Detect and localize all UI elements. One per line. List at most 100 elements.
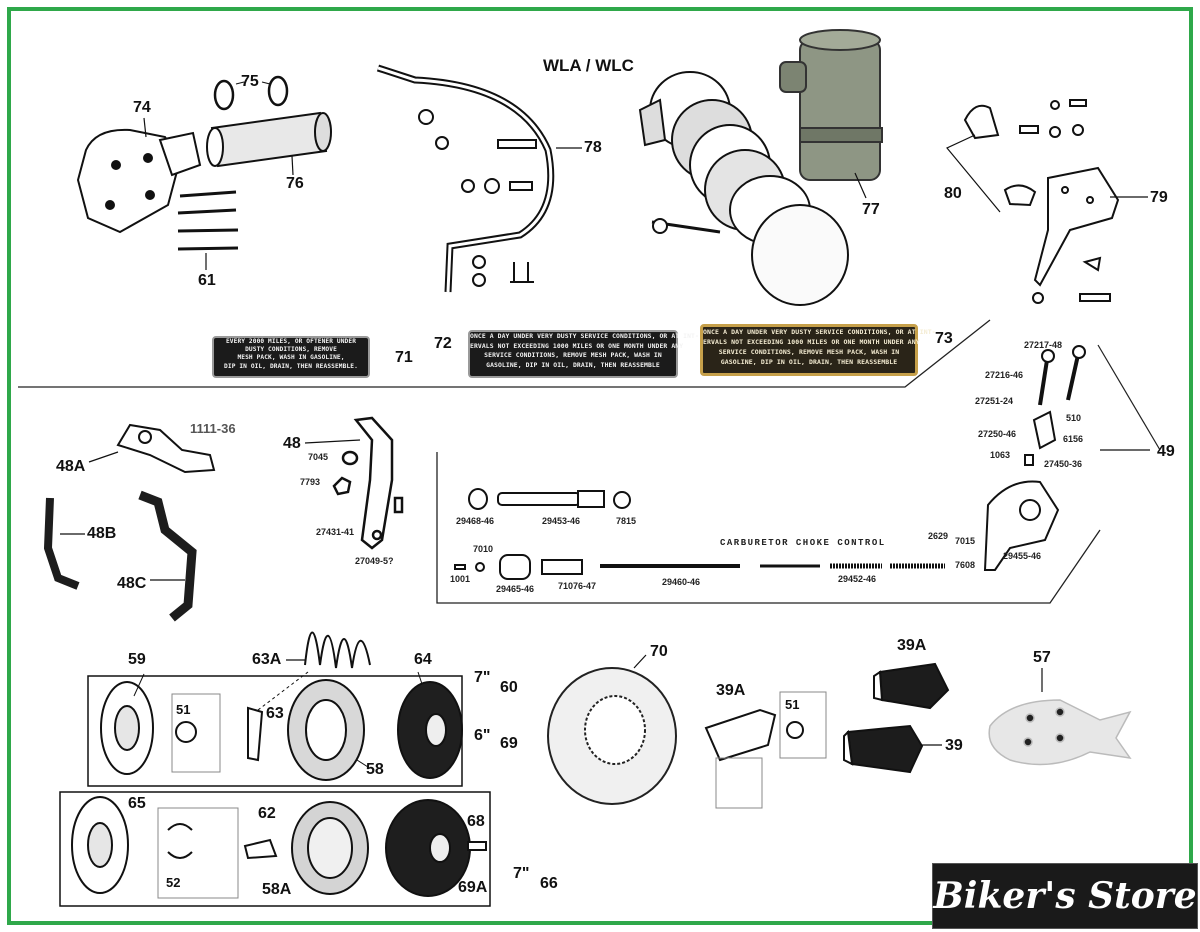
- part-27251: 27251-24: [975, 396, 1014, 406]
- part-27250: 27250-46: [978, 429, 1017, 439]
- cover-39: [843, 724, 924, 774]
- callout-63A: 63A: [252, 651, 282, 668]
- callout-51-right: 51: [785, 697, 800, 712]
- assembly-60-parts: [100, 679, 463, 781]
- callout-57: 57: [1033, 649, 1051, 666]
- callout-63: 63: [266, 705, 284, 722]
- screws-61: [177, 190, 239, 251]
- callout-51-left: 51: [176, 702, 191, 717]
- part-7608: 7608: [955, 560, 976, 570]
- callout-64: 64: [414, 651, 432, 668]
- callout-65: 65: [128, 795, 146, 812]
- callout-72: 72: [434, 335, 452, 352]
- callout-79: 79: [1150, 189, 1168, 206]
- size-7-bottom: 7": [513, 865, 530, 882]
- support-bracket-78: [376, 64, 555, 293]
- clips-80: [963, 104, 1037, 207]
- callout-39A: 39A: [716, 682, 746, 699]
- air-cleaner-canister-77: [779, 29, 883, 181]
- air-cleaner-exploded-assembly: [638, 71, 849, 306]
- choke-control-label: CARBURETOR CHOKE CONTROL: [720, 538, 886, 548]
- callout-48A: 48A: [56, 458, 86, 475]
- callout-60: 60: [500, 679, 518, 696]
- part-29465: 29465-46: [496, 584, 535, 594]
- callout-61: 61: [198, 272, 216, 289]
- callout-49: 49: [1157, 443, 1175, 460]
- callout-48: 48: [283, 435, 301, 452]
- hose-76: [206, 111, 332, 168]
- model-title: WLA / WLC: [543, 56, 634, 75]
- part-2629: 2629: [928, 531, 949, 541]
- part-6156: 6156: [1063, 434, 1084, 444]
- choke-lever-assembly: [983, 345, 1086, 571]
- callout-48C: 48C: [117, 575, 147, 592]
- assembly-box-60: [87, 675, 463, 787]
- callout-69A: 69A: [458, 879, 488, 896]
- part-7815: 7815: [616, 516, 637, 526]
- part-27450: 27450-36: [1044, 459, 1083, 469]
- air-cleaner-cover-74: [76, 128, 202, 234]
- bracket-48C: [138, 490, 197, 622]
- bracket-39A: [704, 708, 777, 762]
- callout-39A-top: 39A: [897, 637, 927, 654]
- mounting-plate-79: [1033, 166, 1120, 287]
- part-1001: 1001: [450, 574, 471, 584]
- part-27431: 27431-41: [316, 527, 355, 537]
- size-6: 6": [474, 727, 491, 744]
- instruction-plate-72: ONCE A DAY UNDER VERY DUSTY SERVICE COND…: [468, 330, 699, 378]
- screen-70: [547, 667, 677, 805]
- hose-clamps-75: [213, 75, 289, 111]
- part-7045: 7045: [308, 452, 329, 462]
- assembly-66-parts: [71, 796, 487, 897]
- callout-70: 70: [650, 643, 668, 660]
- callout-59: 59: [128, 651, 146, 668]
- outer-border: [7, 7, 1193, 925]
- part-510: 510: [1066, 413, 1082, 423]
- callout-80: 80: [944, 185, 962, 202]
- part-29452: 29452-46: [838, 574, 877, 584]
- bracket-48: [332, 416, 404, 550]
- choke-control-parts: [454, 488, 945, 580]
- bikers-store-watermark: Biker's Store: [932, 863, 1198, 929]
- part-1063: 1063: [990, 450, 1011, 460]
- bracket-hardware: [418, 109, 537, 287]
- callout-68: 68: [467, 813, 485, 830]
- part-7010: 7010: [473, 544, 494, 554]
- callout-58A: 58A: [262, 881, 292, 898]
- cover-57: [988, 699, 1132, 766]
- callout-73: 73: [935, 330, 953, 347]
- cover-39A: [873, 662, 950, 710]
- callout-71: 71: [395, 349, 413, 366]
- part-29460: 29460-46: [662, 577, 701, 587]
- part-1111-36: 1111-36: [190, 421, 236, 436]
- choke-section-frame: [436, 452, 1101, 604]
- bracket-48B: [43, 497, 80, 590]
- spring-63A: [304, 631, 371, 669]
- part-29453: 29453-46: [542, 516, 581, 526]
- callout-77: 77: [862, 201, 880, 218]
- callout-69: 69: [500, 735, 518, 752]
- instruction-plate-71: EVERY 2000 MILES, OR OFTENER UNDER DUSTY…: [212, 336, 370, 378]
- top-section-divider: [18, 319, 991, 388]
- plate-hardware: [1019, 99, 1111, 304]
- assembly-box-66: [59, 791, 491, 907]
- size-7-top: 7": [474, 669, 491, 686]
- part-7015: 7015: [955, 536, 976, 546]
- part-29468: 29468-46: [456, 516, 495, 526]
- callout-75: 75: [241, 73, 259, 90]
- callout-39: 39: [945, 737, 963, 754]
- part-71076: 71076-47: [558, 581, 597, 591]
- part-29455: 29455-46: [1003, 551, 1042, 561]
- callout-52: 52: [166, 875, 181, 890]
- part-27216: 27216-46: [985, 370, 1024, 380]
- callout-58: 58: [366, 761, 384, 778]
- callout-76: 76: [286, 175, 304, 192]
- callout-62: 62: [258, 805, 276, 822]
- part-27217: 27217-48: [1024, 340, 1063, 350]
- part-27049: 27049-5?: [355, 556, 394, 566]
- part-7793: 7793: [300, 477, 321, 487]
- callout-66: 66: [540, 875, 558, 892]
- callout-78: 78: [584, 139, 602, 156]
